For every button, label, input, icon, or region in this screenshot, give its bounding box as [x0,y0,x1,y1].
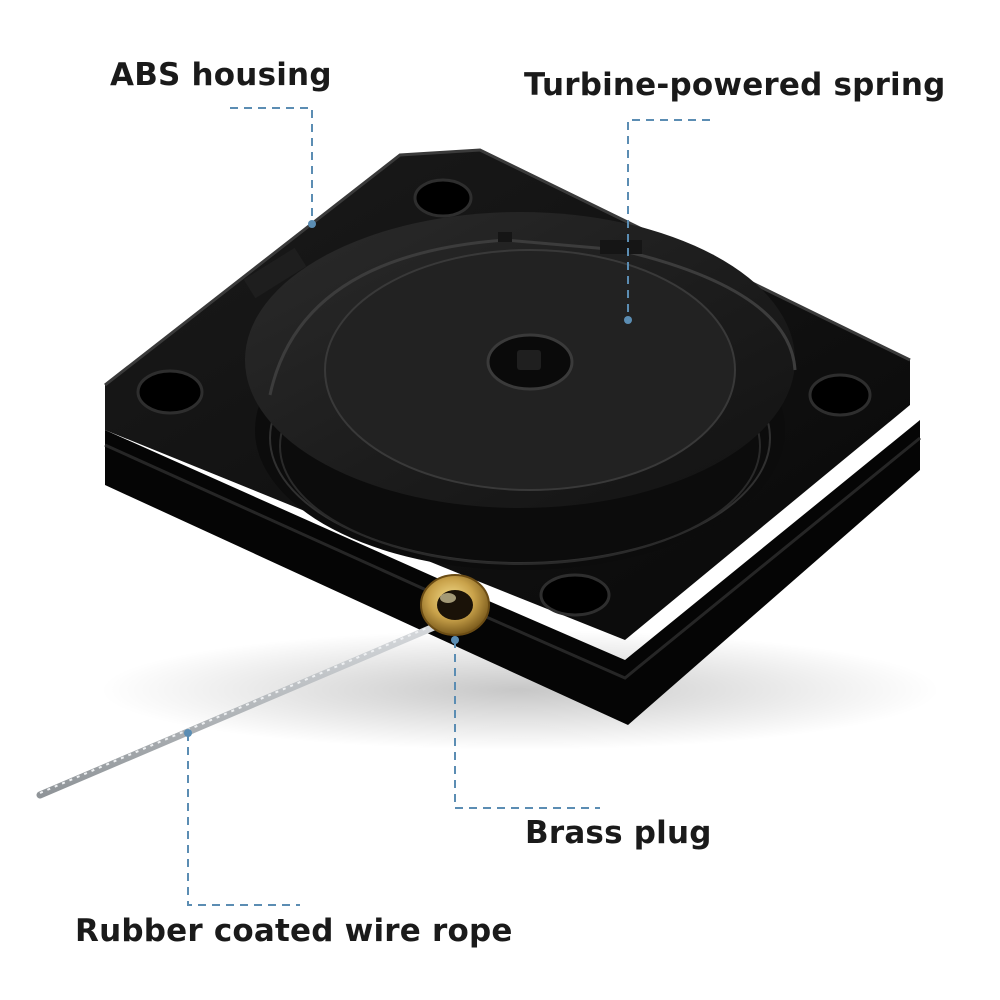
screw-holes [136,178,872,617]
leader-lines [187,107,710,906]
leader-abs-housing [230,107,313,222]
label-wire-rope: Rubber coated wire rope [75,913,513,949]
label-brass-plug: Brass plug [525,815,712,851]
wire-rope [36,614,459,799]
brass-plug [420,574,490,636]
floor-shadow [100,630,940,750]
label-abs-housing: ABS housing [110,57,332,93]
leader-wire-rope [187,733,300,906]
turbine-spring-cover [245,212,797,570]
leader-brass-plug [454,640,600,809]
label-turbine-spring: Turbine-powered spring [524,67,946,103]
leader-turbine-spring [627,119,710,318]
leader-endpoints [184,220,632,737]
